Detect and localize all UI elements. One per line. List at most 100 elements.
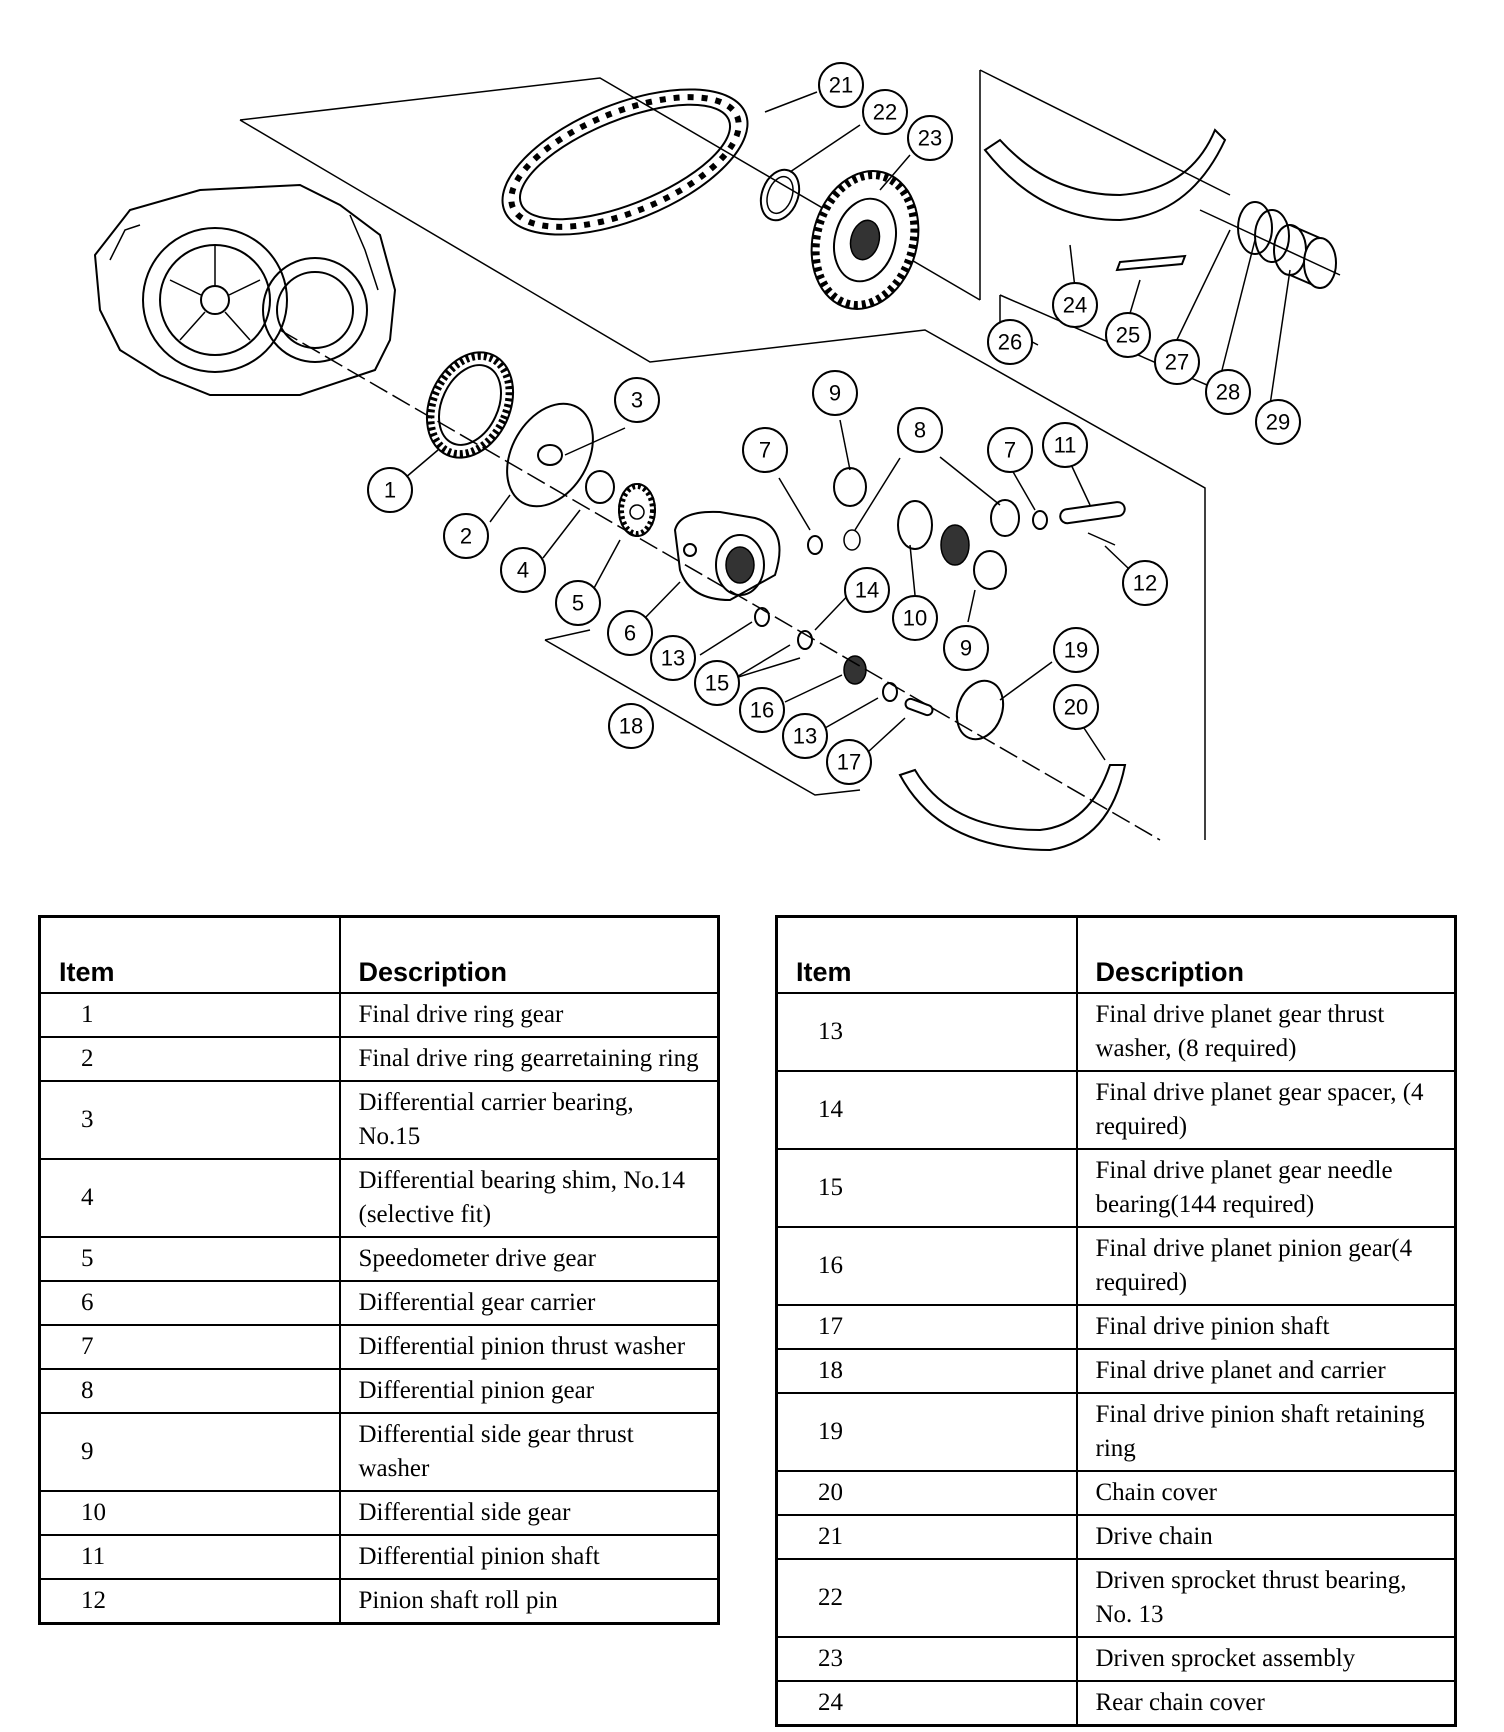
- item-description: Final drive planet pinion gear(4 require…: [1075, 1226, 1457, 1306]
- side-gear-10: [897, 500, 933, 550]
- pinion-gear-8b: [990, 499, 1020, 537]
- shim-4: [585, 470, 615, 504]
- item-number: 20: [775, 1470, 1078, 1516]
- callout-14: 14: [844, 567, 890, 613]
- item-number: 22: [775, 1558, 1078, 1638]
- svg-text:11: 11: [1054, 433, 1077, 458]
- callout-20: 20: [1053, 684, 1099, 730]
- callout-21: 21: [818, 62, 864, 108]
- item-number: 3: [38, 1080, 341, 1160]
- svg-text:13: 13: [661, 646, 685, 671]
- svg-text:20: 20: [1064, 695, 1088, 720]
- exploded-view-diagram: 1 2 3 4 5 6 7 9 8 7 11 12 14 10 9 13 15 …: [93, 62, 1341, 852]
- svg-text:25: 25: [1116, 323, 1140, 348]
- chain-cover-20: [898, 764, 1127, 852]
- svg-text:17: 17: [837, 750, 861, 775]
- svg-text:10: 10: [903, 606, 927, 631]
- item-number: 11: [38, 1534, 341, 1580]
- callout-7a: 7: [742, 427, 788, 473]
- driven-sprocket: [810, 170, 920, 310]
- item-number: 1: [38, 992, 341, 1038]
- item-description: Final drive planet gear thrust washer, (…: [1075, 992, 1457, 1072]
- header-item: Item: [38, 915, 341, 994]
- svg-text:6: 6: [624, 621, 636, 646]
- item-number: 7: [38, 1324, 341, 1370]
- svg-text:8: 8: [914, 418, 926, 443]
- svg-text:22: 22: [873, 100, 897, 125]
- table-header: Item Description: [38, 915, 720, 994]
- svg-text:2: 2: [460, 524, 472, 549]
- callout-8: 8: [897, 407, 943, 453]
- svg-text:15: 15: [705, 671, 729, 696]
- callout-27: 27: [1154, 339, 1200, 385]
- svg-text:18: 18: [619, 714, 643, 739]
- item-description: Chain cover: [1075, 1470, 1457, 1516]
- speedometer-gear: [618, 483, 656, 537]
- plate-25: [1115, 254, 1187, 272]
- svg-text:9: 9: [829, 381, 841, 406]
- svg-text:14: 14: [855, 578, 879, 603]
- callout-17: 17: [826, 739, 872, 785]
- svg-text:1: 1: [384, 478, 396, 503]
- item-number: 23: [775, 1636, 1078, 1682]
- item-description: Differential carrier bearing, No.15: [338, 1080, 720, 1160]
- thrust-bearing-22: [759, 168, 801, 222]
- callout-13a: 13: [650, 635, 696, 681]
- svg-text:21: 21: [829, 73, 853, 98]
- thrust-washer-9b: [973, 550, 1007, 590]
- item-number: 14: [775, 1070, 1078, 1150]
- item-description: Differential gear carrier: [338, 1280, 720, 1326]
- callout-22: 22: [862, 89, 908, 135]
- item-description: Differential bearing shim, No.14 (select…: [338, 1158, 720, 1238]
- callout-2: 2: [443, 513, 489, 559]
- svg-text:12: 12: [1133, 571, 1157, 596]
- drive-chain: [501, 88, 749, 236]
- callout-25: 25: [1105, 312, 1151, 358]
- item-number: 5: [38, 1236, 341, 1282]
- item-description: Final drive planet gear needle bearing(1…: [1075, 1148, 1457, 1228]
- item-number: 15: [775, 1148, 1078, 1228]
- callout-11: 11: [1042, 422, 1088, 468]
- retaining-ring-2: [506, 402, 594, 508]
- callout-16: 16: [739, 687, 785, 733]
- item-number: 13: [775, 992, 1078, 1072]
- callout-23: 23: [907, 115, 953, 161]
- item-number: 16: [775, 1226, 1078, 1306]
- callout-4: 4: [500, 547, 546, 593]
- item-description: Final drive pinion shaft retaining ring: [1075, 1392, 1457, 1472]
- callout-10: 10: [892, 595, 938, 641]
- item-description: Final drive pinion shaft: [1075, 1304, 1457, 1350]
- pinion-gear-8a: [843, 529, 861, 551]
- item-description: Final drive planet and carrier: [1075, 1348, 1457, 1394]
- item-description: Differential pinion thrust washer: [338, 1324, 720, 1370]
- item-number: 21: [775, 1514, 1078, 1560]
- svg-text:27: 27: [1165, 350, 1189, 375]
- callout-26: 26: [987, 319, 1033, 365]
- item-number: 9: [38, 1412, 341, 1492]
- item-description: Final drive planet gear spacer, (4 requi…: [1075, 1070, 1457, 1150]
- differential-carrier: [673, 510, 781, 602]
- item-number: 6: [38, 1280, 341, 1326]
- svg-text:7: 7: [1004, 438, 1016, 463]
- header-description: Description: [1075, 915, 1457, 994]
- transaxle-case: [93, 183, 397, 396]
- retaining-ring-19: [955, 679, 1005, 741]
- callout-12: 12: [1122, 560, 1168, 606]
- item-description: Driven sprocket thrust bearing, No. 13: [1075, 1558, 1457, 1638]
- thrust-washer-7a: [807, 535, 823, 555]
- svg-text:28: 28: [1216, 380, 1240, 405]
